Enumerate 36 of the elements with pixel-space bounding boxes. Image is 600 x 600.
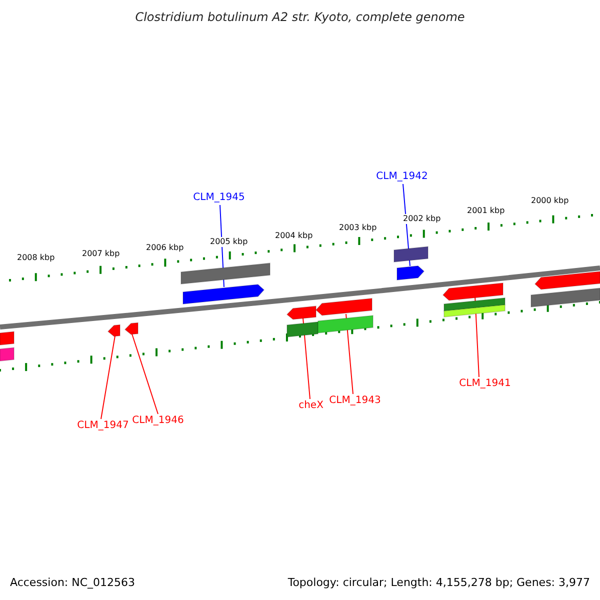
scale-label: 2008 kbp — [17, 253, 55, 263]
scale-label: 2001 kbp — [467, 206, 505, 216]
gene-block — [534, 270, 600, 290]
gene-label: cheX — [298, 400, 324, 412]
scale-label: 2002 kbp — [403, 214, 441, 224]
gene-block — [444, 304, 506, 318]
scale-label: 2000 kbp — [531, 196, 569, 206]
gene-block — [530, 288, 600, 308]
gene-label: CLM_1946 — [132, 415, 184, 427]
scale-label: 2003 kbp — [339, 223, 377, 233]
gene-block — [318, 314, 374, 334]
footer-text: Accession: NC_012563 — [10, 576, 136, 589]
gene-block — [442, 282, 504, 301]
scale-label: 2006 kbp — [146, 243, 184, 253]
gene-block — [286, 306, 316, 320]
gene-block — [0, 331, 14, 346]
gene-block — [107, 324, 120, 337]
gene-block — [124, 322, 138, 335]
gene-block — [286, 321, 318, 338]
gene-label: CLM_1945 — [193, 192, 245, 204]
gene-label: CLM_1942 — [376, 171, 428, 183]
footer-text: Topology: circular; Length: 4,155,278 bp; Genes: 3,977 — [288, 576, 590, 589]
gene-block — [394, 246, 428, 263]
leader-line — [100, 336, 116, 420]
scale-label: 2007 kbp — [82, 249, 120, 259]
leader-line — [132, 334, 158, 414]
gene-label: CLM_1947 — [77, 420, 129, 432]
gene-label: CLM_1941 — [459, 378, 511, 390]
gene-block — [180, 262, 270, 285]
title: Clostridium botulinum A2 str. Kyoto, complete genome — [135, 10, 465, 24]
gene-block — [182, 284, 265, 305]
gene-label: CLM_1943 — [329, 395, 381, 407]
gene-block — [396, 265, 425, 281]
gene-block — [0, 347, 14, 362]
scale-label: 2005 kbp — [210, 237, 248, 247]
scale-label: 2004 kbp — [275, 231, 313, 241]
